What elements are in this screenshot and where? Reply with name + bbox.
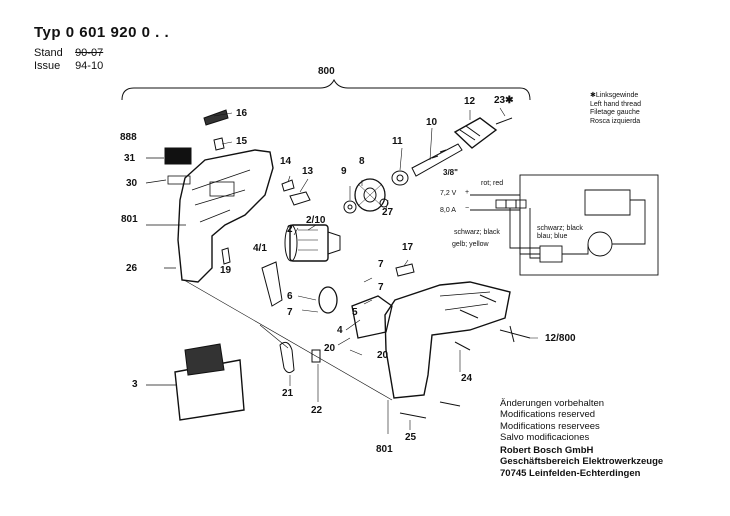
note-line-3: Modifications reservees xyxy=(500,420,600,432)
part-label-17: 17 xyxy=(402,242,414,253)
part-label-25: 25 xyxy=(405,432,417,443)
part-label-8: 8 xyxy=(359,156,365,167)
left-housing xyxy=(177,149,274,283)
stand-label: Stand xyxy=(34,47,63,59)
part-label-12: 12 xyxy=(464,96,476,107)
model-type: Typ 0 601 920 0 . . xyxy=(34,24,169,41)
legend-line-1: Linksgewinde xyxy=(595,92,639,99)
part-label-11: 11 xyxy=(392,136,403,147)
wire-label-minus: − xyxy=(465,205,470,212)
part-label-888: 888 xyxy=(120,132,137,143)
part-label-24: 24 xyxy=(461,373,473,384)
typ-label: Typ xyxy=(34,24,62,41)
part-label-10: 10 xyxy=(426,117,438,128)
part-label-4-1: 4/1 xyxy=(253,243,267,254)
part-label-2: 2 xyxy=(287,224,293,235)
legend-line-2: Left hand thread xyxy=(590,100,641,108)
wire-label-voltage: 7,2 V xyxy=(440,190,457,197)
part-label-4: 4 xyxy=(337,325,343,336)
part-label-800: 800 xyxy=(318,66,335,77)
part-label-15: 15 xyxy=(236,136,248,147)
part-label-26: 26 xyxy=(126,263,138,274)
part-label-23: 23✱ xyxy=(494,95,514,106)
part-label-16: 16 xyxy=(236,108,248,119)
company-name: Robert Bosch GmbH xyxy=(500,445,594,457)
wire-label-yellow: gelb; yellow xyxy=(452,241,489,248)
part-label-30: 30 xyxy=(126,178,138,189)
stand-line: Stand 90-07 xyxy=(34,47,103,59)
wire-label-current: 8,0 A xyxy=(440,207,456,214)
right-housing xyxy=(384,281,511,399)
part-label-2-10: 2/10 xyxy=(306,215,326,226)
part-label-7-a: 7 xyxy=(378,259,384,270)
part-label-3-8: 3/8" xyxy=(443,168,458,177)
issue-line: Issue 94-10 xyxy=(34,60,103,72)
switch xyxy=(351,295,393,339)
company-address: 70745 Leinfelden-Echterdingen xyxy=(500,467,641,479)
part-label-21: 21 xyxy=(282,388,294,399)
part-label-9: 9 xyxy=(341,166,347,177)
wire-label-red: rot; red xyxy=(481,180,504,187)
stand-value: 90-07 xyxy=(75,47,104,59)
issue-label: Issue xyxy=(34,60,61,72)
gear-8 xyxy=(354,178,386,212)
part-label-7-c: 7 xyxy=(287,307,293,318)
wire-label-blue: blau; blue xyxy=(537,233,568,240)
note-line-1: Änderungen vorbehalten xyxy=(500,398,605,409)
part-label-31: 31 xyxy=(124,153,136,164)
part-label-6: 6 xyxy=(287,291,293,302)
label-plate-888 xyxy=(164,147,192,165)
wire-label-plus: + xyxy=(465,189,470,196)
part-label-5: 5 xyxy=(352,307,358,318)
company-division: Geschäftsbereich Elektrowerkzeuge xyxy=(500,456,664,468)
part-label-20-b: 20 xyxy=(377,350,389,361)
left-hand-thread-legend: ✱Linksgewinde Left hand thread Filetage … xyxy=(590,92,641,126)
part-label-7-b: 7 xyxy=(378,282,384,293)
spindle xyxy=(411,143,463,177)
issue-value: 94-10 xyxy=(75,60,104,72)
part-label-801-bottom: 801 xyxy=(376,444,393,455)
note-line-4: Salvo modificaciones xyxy=(500,431,590,443)
motor xyxy=(284,224,341,262)
note-line-2: Modifications reserved xyxy=(500,409,596,421)
part-label-19: 19 xyxy=(220,265,232,276)
part-label-3: 3 xyxy=(132,379,138,390)
legend-line-4: Rosca izquierda xyxy=(590,117,641,125)
modification-notes: Änderungen vorbehalten Modifications res… xyxy=(500,398,663,479)
part-label-14: 14 xyxy=(280,156,292,167)
chuck xyxy=(453,117,513,149)
typ-number: 0 601 920 0 . . xyxy=(65,24,170,41)
wire-label-black-2: schwarz; black xyxy=(537,225,583,232)
legend-symbol: ✱ xyxy=(590,92,596,99)
part-label-27: 27 xyxy=(382,207,394,218)
part-label-12-800: 12/800 xyxy=(545,333,576,344)
fan xyxy=(318,286,338,314)
legend-line-3: Filetage gauche xyxy=(590,109,640,117)
part-label-20-a: 20 xyxy=(324,343,336,354)
bracket-800 xyxy=(121,78,531,101)
wire-label-black: schwarz; black xyxy=(454,229,500,236)
part-label-801-top: 801 xyxy=(121,214,138,225)
part-label-13: 13 xyxy=(302,166,314,177)
part-label-22: 22 xyxy=(311,405,323,416)
battery-pack xyxy=(174,343,245,421)
wiring-diagram xyxy=(470,174,659,276)
